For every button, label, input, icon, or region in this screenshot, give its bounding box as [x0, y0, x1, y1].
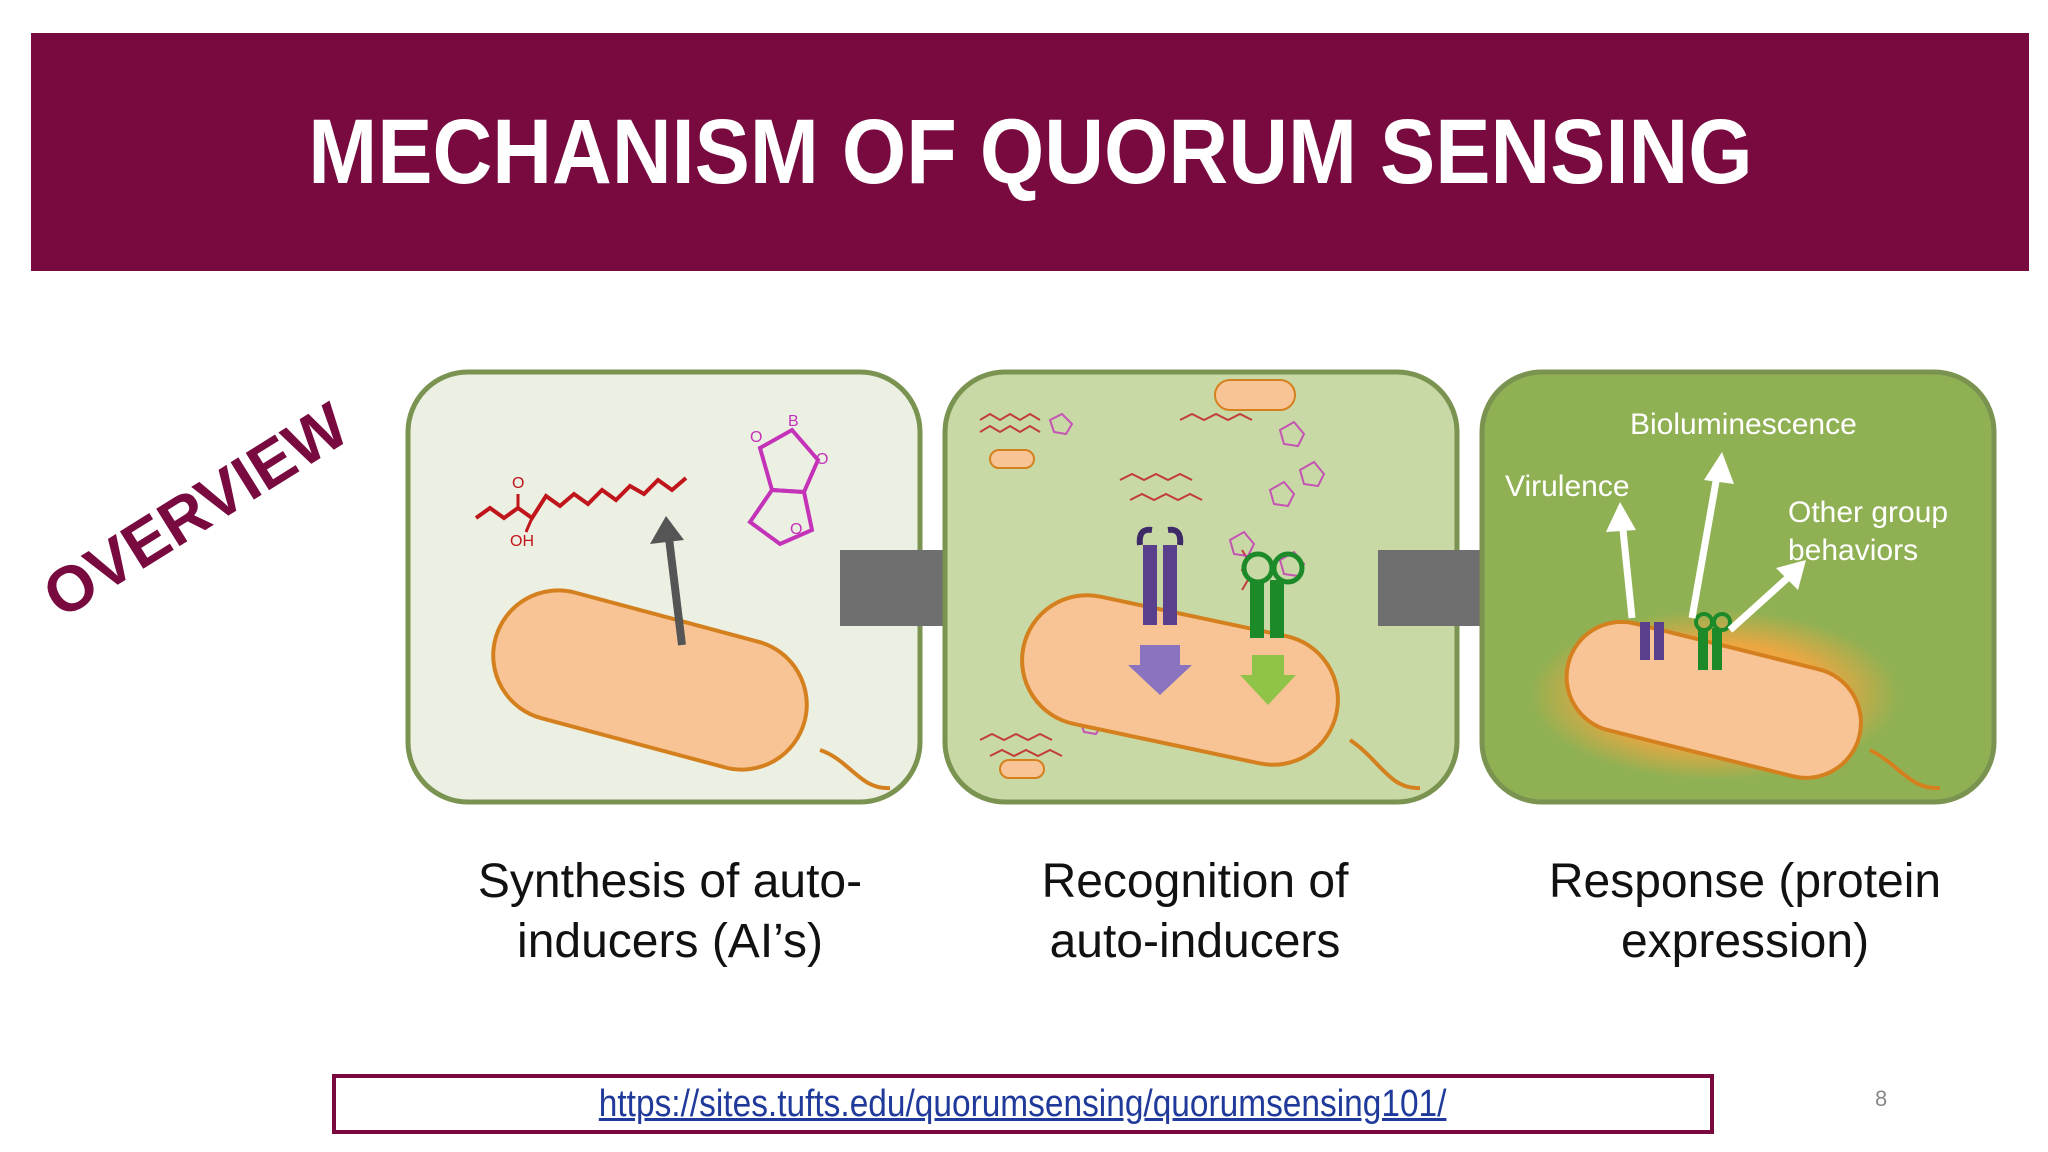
hydroxyl-label: OH — [510, 533, 534, 550]
acyl-hsl-molecule: O OH — [474, 475, 688, 550]
slide-title: MECHANISM OF QUORUM SENSING — [307, 100, 1753, 203]
oxygen-label-1: O — [750, 429, 762, 446]
caption-recognition: Recognition of auto-inducers — [1041, 855, 1349, 968]
bioluminescence-label: Bioluminescence — [1630, 408, 1857, 441]
panel-recognition — [942, 369, 1460, 805]
secretion-arrow — [664, 529, 686, 646]
bacterium-3 — [1564, 619, 1863, 780]
title-bar: MECHANISM OF QUORUM SENSING — [31, 33, 2029, 271]
overview-label: OVERVIEW — [30, 388, 361, 632]
flagellum-2 — [1348, 738, 1421, 791]
flagellum-3 — [1869, 748, 1941, 791]
oxygen-label-3: O — [790, 521, 802, 538]
caption-response: Response (protein expression) — [1548, 855, 1942, 968]
quorum-sensing-diagram: O OH O B O O — [405, 369, 1997, 805]
green-receptor — [1240, 551, 1305, 705]
boron-label: B — [788, 413, 799, 430]
flagellum-1 — [819, 748, 891, 791]
purple-receptor — [1128, 526, 1192, 695]
virulence-label: Virulence — [1505, 470, 1630, 503]
panel-response: Bioluminescence Virulence Other group be… — [1479, 369, 1997, 805]
other-behaviors-label-2: behaviors — [1788, 534, 1918, 567]
bacterium-1 — [491, 588, 809, 772]
ai2-molecule: O B O O — [747, 413, 828, 547]
response-arrows — [1606, 452, 1806, 633]
page-number: 8 — [1875, 1086, 1888, 1111]
caption-synthesis: Synthesis of auto- inducers (AI’s) — [477, 855, 863, 968]
other-behaviors-label-1: Other group — [1788, 496, 1948, 529]
oxygen-label-2: O — [816, 451, 828, 468]
source-link-box: https://sites.tufts.edu/quorumsensing/qu… — [332, 1074, 1714, 1134]
oxygen-label: O — [512, 475, 524, 492]
panel-synthesis: O OH O B O O — [405, 369, 923, 805]
source-link[interactable]: https://sites.tufts.edu/quorumsensing/qu… — [599, 1082, 1447, 1125]
